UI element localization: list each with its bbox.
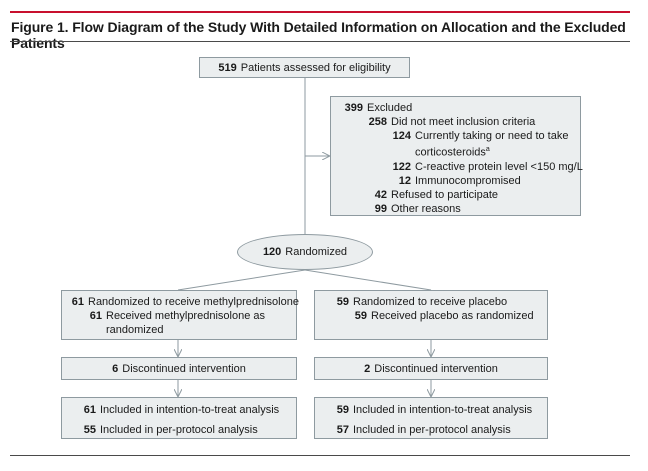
crp-label: C-reactive protein level <150 mg/L bbox=[415, 160, 583, 173]
arm1-randomized-count: 61 bbox=[71, 296, 84, 308]
arm2-received-line1: Received placebo as randomized bbox=[371, 310, 534, 322]
figure-title: Figure 1. Flow Diagram of the Study With… bbox=[11, 19, 626, 51]
randomized-count: 120 bbox=[262, 246, 282, 258]
arm1-pp-label: Included in per-protocol analysis bbox=[100, 424, 258, 436]
arm1-analysis-box: 61 Included in intention-to-treat analysi… bbox=[61, 397, 297, 439]
steroids-footnote-marker: a bbox=[485, 146, 490, 153]
assessed-count: 519 bbox=[218, 62, 237, 74]
connector-randomized-to-arm2 bbox=[304, 269, 432, 291]
arm1-itt-count: 61 bbox=[83, 404, 96, 416]
arm2-pp-count: 57 bbox=[336, 424, 349, 436]
bottom-divider bbox=[10, 455, 630, 456]
arm2-randomized-label: Randomized to receive placebo bbox=[353, 296, 508, 308]
arm2-randomized-count: 59 bbox=[336, 296, 349, 308]
arm1-allocation-box: 61 Randomized to receive methylprednisolo… bbox=[61, 290, 299, 340]
arm1-discontinued-count: 6 bbox=[112, 363, 119, 375]
arm1-discontinued-label: Discontinued intervention bbox=[122, 363, 246, 375]
excluded-count: 399 bbox=[344, 102, 363, 114]
immuno-label: Immunocompromised bbox=[415, 174, 521, 187]
arm1-pp-count: 55 bbox=[83, 424, 96, 436]
arm2-itt-count: 59 bbox=[336, 404, 349, 416]
excluded-label: Excluded bbox=[367, 102, 413, 114]
connector-randomized-to-arm1 bbox=[177, 269, 306, 291]
steroids-label-line1: Currently taking or need to take bbox=[415, 130, 569, 142]
accent-rule bbox=[10, 11, 630, 13]
arm1-received-count: 61 bbox=[89, 310, 102, 322]
steroids-count: 124 bbox=[392, 130, 411, 142]
steroids-label-line2: corticosteroids bbox=[415, 146, 486, 159]
title-divider bbox=[10, 41, 630, 42]
other-label: Other reasons bbox=[391, 202, 461, 215]
arm2-discontinued-count: 2 bbox=[364, 363, 371, 375]
arm1-itt-label: Included in intention-to-treat analysis bbox=[100, 404, 280, 416]
arm2-received-count: 59 bbox=[354, 310, 367, 322]
arm2-analysis-box: 59 Included in intention-to-treat analysi… bbox=[314, 397, 548, 439]
crp-count: 122 bbox=[392, 160, 411, 173]
arm1-received-line1: Received methylprednisolone as bbox=[106, 310, 265, 322]
other-count: 99 bbox=[374, 202, 387, 215]
refused-count: 42 bbox=[374, 188, 387, 201]
arm1-randomized-label: Randomized to receive methylprednisolone bbox=[88, 296, 299, 308]
inclusion-count: 258 bbox=[368, 116, 387, 128]
arm2-pp-label: Included in per-protocol analysis bbox=[353, 424, 511, 436]
arm1-received-line2: randomized bbox=[106, 324, 164, 336]
assessed-label: Patients assessed for eligibility bbox=[240, 62, 391, 74]
arm2-itt-label: Included in intention-to-treat analysis bbox=[353, 404, 533, 416]
arm2-discontinued-label: Discontinued intervention bbox=[374, 363, 498, 375]
immuno-count: 12 bbox=[398, 174, 411, 187]
refused-label: Refused to participate bbox=[391, 188, 499, 201]
excluded-box: 399 Excluded 258 Did not meet inclusion cr… bbox=[330, 96, 583, 216]
randomized-label: Randomized bbox=[285, 246, 348, 258]
inclusion-label: Did not meet inclusion criteria bbox=[391, 116, 536, 128]
